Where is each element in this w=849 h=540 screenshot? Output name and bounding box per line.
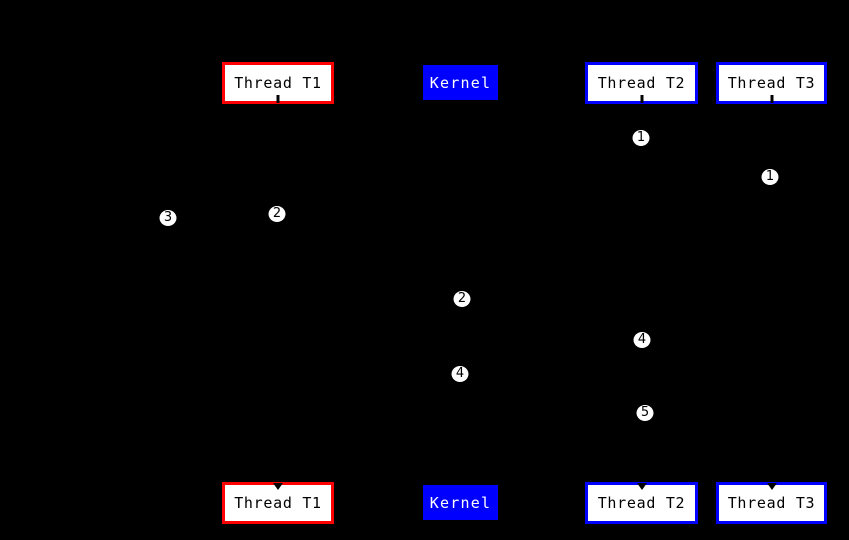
lifeline-arrowhead-icon bbox=[273, 483, 283, 490]
step-marker-5: 5 bbox=[636, 405, 654, 421]
step-marker-2: 2 bbox=[268, 206, 286, 222]
thread-t2-box-bottom: Thread T2 bbox=[585, 482, 698, 524]
step-marker-4b: 4 bbox=[451, 366, 469, 382]
kernel-label-bottom: Kernel bbox=[429, 493, 492, 512]
thread-t3-box-bottom: Thread T3 bbox=[716, 482, 827, 524]
thread-t1-label-top: Thread T1 bbox=[234, 74, 322, 92]
thread-t2-label-top: Thread T2 bbox=[597, 74, 686, 92]
lifeline-stub bbox=[770, 95, 773, 103]
step-marker-3: 3 bbox=[159, 210, 177, 226]
step-marker-4: 4 bbox=[633, 332, 651, 348]
thread-t3-label-bottom: Thread T3 bbox=[727, 494, 816, 512]
lifeline-stub bbox=[640, 95, 643, 103]
thread-t2-label-bottom: Thread T2 bbox=[597, 494, 686, 512]
thread-t1-box-top: Thread T1 bbox=[222, 62, 334, 104]
thread-t3-label-top: Thread T3 bbox=[727, 74, 816, 92]
step-marker-2b: 2 bbox=[453, 291, 471, 307]
kernel-box-top: Kernel bbox=[423, 65, 498, 100]
thread-t1-box-bottom: Thread T1 bbox=[222, 482, 334, 524]
step-marker-1b: 1 bbox=[761, 169, 779, 185]
step-marker-1: 1 bbox=[632, 130, 650, 146]
lifeline-arrowhead-icon bbox=[766, 483, 777, 490]
lifeline-stub bbox=[276, 95, 280, 103]
lifeline-arrowhead-icon bbox=[636, 483, 647, 490]
thread-t1-label-bottom: Thread T1 bbox=[234, 494, 322, 512]
kernel-label-top: Kernel bbox=[429, 73, 492, 92]
thread-t2-box-top: Thread T2 bbox=[585, 62, 698, 104]
kernel-box-bottom: Kernel bbox=[423, 485, 498, 520]
thread-t3-box-top: Thread T3 bbox=[716, 62, 827, 104]
